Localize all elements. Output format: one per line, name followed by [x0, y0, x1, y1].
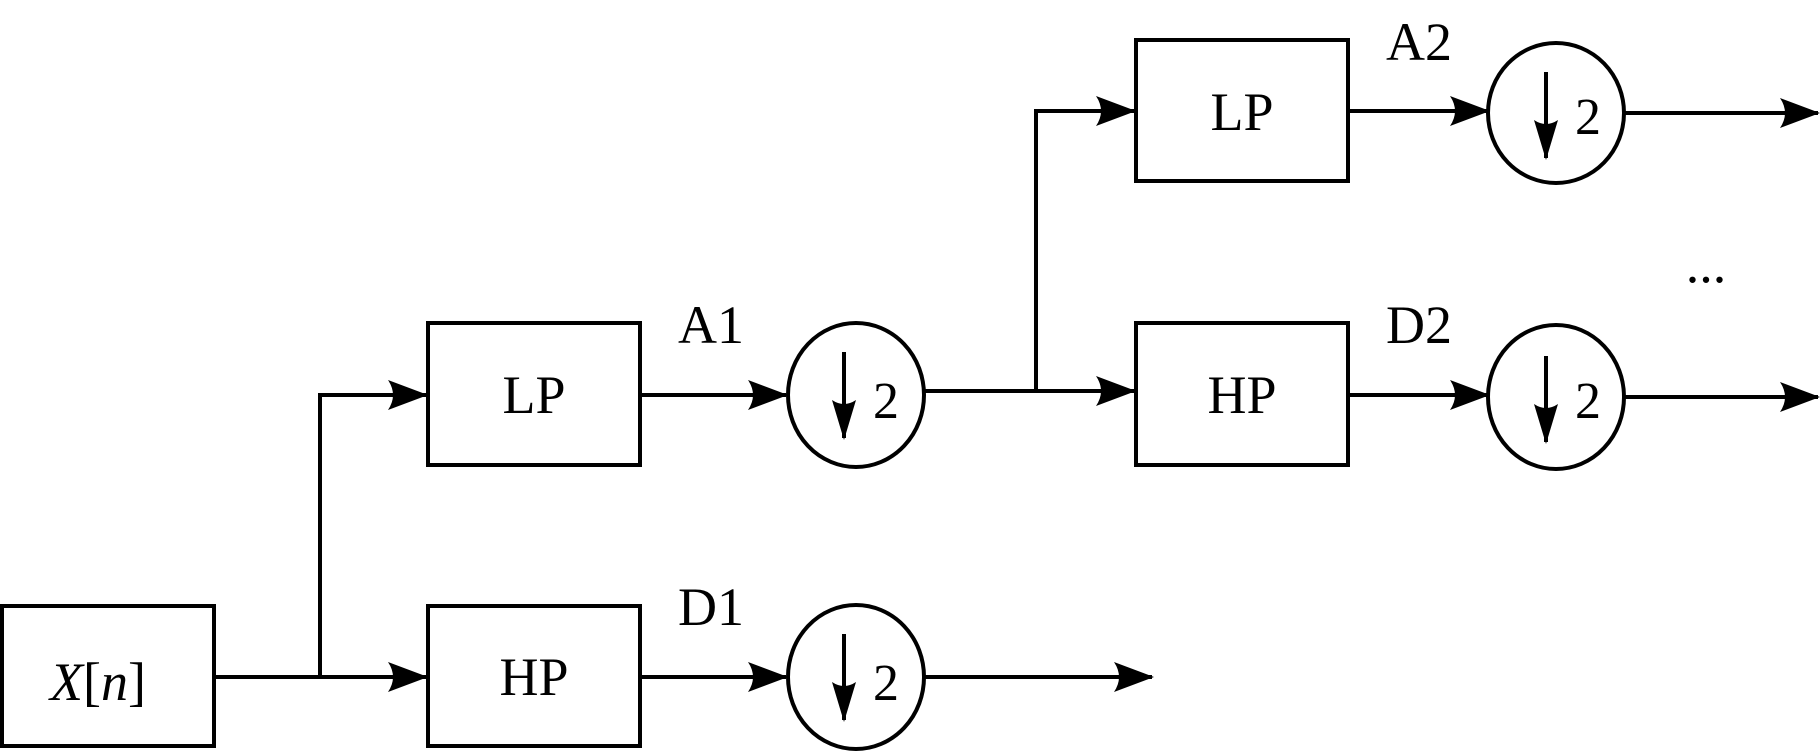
- lp-filter-2-label: LP: [1210, 82, 1273, 142]
- signal-d1: D1: [678, 577, 744, 637]
- downsampler-d2-factor: 2: [1575, 373, 1601, 430]
- lp-filter-1: LP: [426, 321, 642, 467]
- input-close-bracket: ]: [128, 652, 146, 712]
- signal-a2: A2: [1386, 12, 1452, 72]
- input-index: n: [101, 652, 128, 712]
- signal-d2: D2: [1386, 295, 1452, 355]
- input-var: X: [48, 652, 85, 712]
- continuation-ellipsis: ...: [1686, 234, 1727, 294]
- wire-to-lp2: [1034, 96, 1136, 391]
- input-open-bracket: [: [83, 652, 101, 712]
- hp-filter-2: HP: [1134, 321, 1350, 467]
- downsampler-d1: 2: [786, 603, 926, 751]
- signal-a1: A1: [678, 295, 744, 355]
- downsampler-a2: 2: [1486, 41, 1626, 185]
- lp-filter-1-label: LP: [502, 365, 565, 425]
- downsampler-a2-factor: 2: [1575, 89, 1601, 146]
- wire-to-lp1: [318, 380, 428, 677]
- svg-text:X[n]: X[n]: [48, 652, 146, 712]
- hp-filter-2-label: HP: [1207, 365, 1276, 425]
- downsampler-a1: 2: [786, 321, 926, 469]
- downsampler-a1-factor: 2: [873, 373, 899, 430]
- hp-filter-1-label: HP: [499, 647, 568, 707]
- downsampler-d2: 2: [1486, 323, 1626, 471]
- lp-filter-2: LP: [1134, 38, 1350, 183]
- downsampler-d1-factor: 2: [873, 655, 899, 712]
- input-block: X[n]: [0, 604, 216, 748]
- hp-filter-1: HP: [426, 604, 642, 748]
